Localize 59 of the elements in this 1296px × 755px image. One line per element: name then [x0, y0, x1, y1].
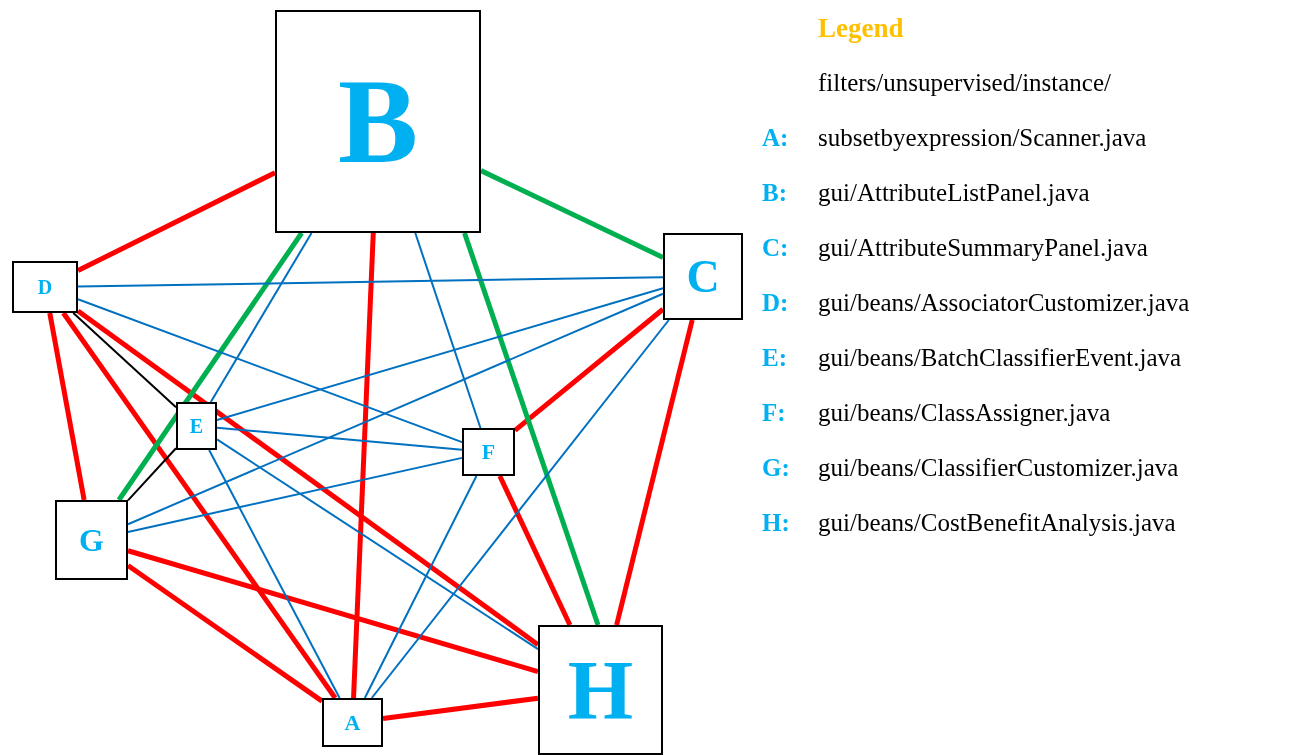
legend-key: A: — [762, 123, 789, 153]
connector-line — [127, 456, 463, 533]
connector-line — [127, 292, 664, 526]
legend-title: Legend — [818, 13, 904, 43]
file-path: gui/beans/ClassifierCustomizer.java — [818, 453, 1179, 483]
node-label: E — [189, 414, 204, 438]
file-path: gui/AttributeListPanel.java — [818, 178, 1090, 208]
connector-line — [209, 232, 313, 403]
node-label: D — [37, 275, 53, 299]
connector-line — [208, 449, 341, 699]
connector-line — [363, 475, 478, 699]
connector-line — [216, 426, 463, 451]
connector-line — [72, 312, 177, 409]
node-box — [176, 402, 217, 450]
legend-key: B: — [762, 178, 787, 208]
thick-connector — [462, 232, 601, 626]
thick-connector — [382, 695, 539, 721]
node-label: A — [344, 709, 361, 736]
thick-connector — [61, 311, 338, 700]
path-prefix: filters/unsupervised/instance/ — [818, 68, 1111, 98]
node-label: C — [686, 250, 720, 303]
node-label: G — [79, 521, 104, 559]
thick-connector — [351, 232, 376, 699]
node-label: B — [337, 53, 418, 190]
node-label: H — [567, 642, 634, 739]
connector-line — [77, 298, 463, 444]
legend-key: H: — [762, 508, 790, 538]
legend-key: E: — [762, 343, 787, 373]
node-box — [275, 10, 481, 233]
legend-key: D: — [762, 288, 789, 318]
file-path: gui/AttributeSummaryPanel.java — [818, 233, 1148, 263]
thick-connector — [47, 312, 87, 501]
node-box — [55, 500, 128, 580]
node-box — [12, 261, 78, 313]
thick-connector — [513, 307, 665, 433]
file-path: gui/beans/BatchClassifierEvent.java — [818, 343, 1182, 373]
connector-line — [216, 287, 664, 421]
legend-key: C: — [762, 233, 789, 263]
thick-connector — [614, 319, 695, 626]
connector-line — [216, 438, 539, 651]
node-box — [322, 698, 383, 747]
thick-connector — [127, 548, 539, 674]
file-path: subsetbyexpression/Scanner.java — [818, 123, 1147, 153]
connector-line — [127, 447, 177, 502]
legend-key: F: — [762, 398, 786, 428]
legend-key: G: — [762, 453, 790, 483]
thick-connector — [76, 308, 540, 647]
thick-connector — [116, 231, 304, 502]
connector-line — [370, 319, 670, 699]
node-box — [538, 625, 663, 755]
file-path: gui/beans/ClassAssigner.java — [818, 398, 1111, 428]
node-box — [663, 233, 743, 320]
thick-connector — [497, 474, 573, 627]
node-box — [462, 428, 515, 476]
connector-line — [414, 232, 482, 429]
connector-line — [77, 276, 664, 288]
file-path: gui/beans/CostBenefitAnalysis.java — [818, 508, 1176, 538]
file-path: gui/beans/AssociatorCustomizer.java — [818, 288, 1190, 318]
node-label: F — [481, 439, 496, 465]
